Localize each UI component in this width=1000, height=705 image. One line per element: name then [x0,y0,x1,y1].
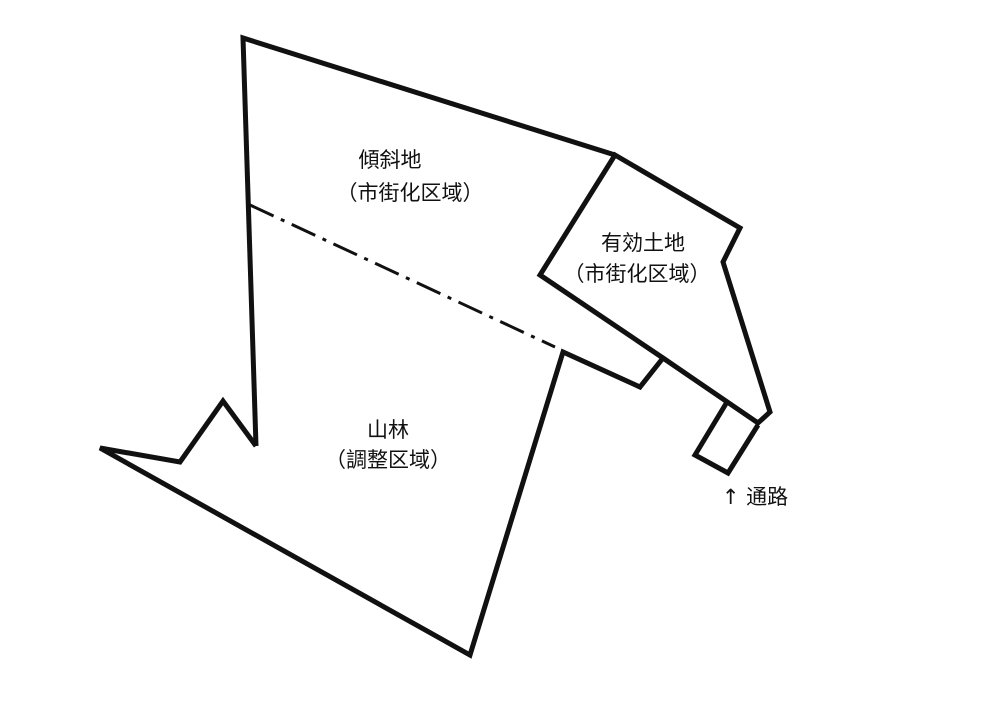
forest-zone-label: （調整区域） [325,448,451,472]
zone-boundary-dash-dot-line [249,203,556,349]
effective-land-boundary [536,151,773,427]
effective-land-label: 有効土地 [601,231,685,255]
slope-boundary [240,34,616,447]
slope-label: 傾斜地 [358,148,422,172]
road-label: ↑ 通路 [721,485,789,509]
effective-land-zone-label: （市街化区域） [563,262,711,286]
forest-label: 山林 [367,418,409,442]
forest-boundary [98,348,665,659]
slope-zone-label: （市街化区域） [336,181,484,205]
road-boundary [691,400,761,477]
